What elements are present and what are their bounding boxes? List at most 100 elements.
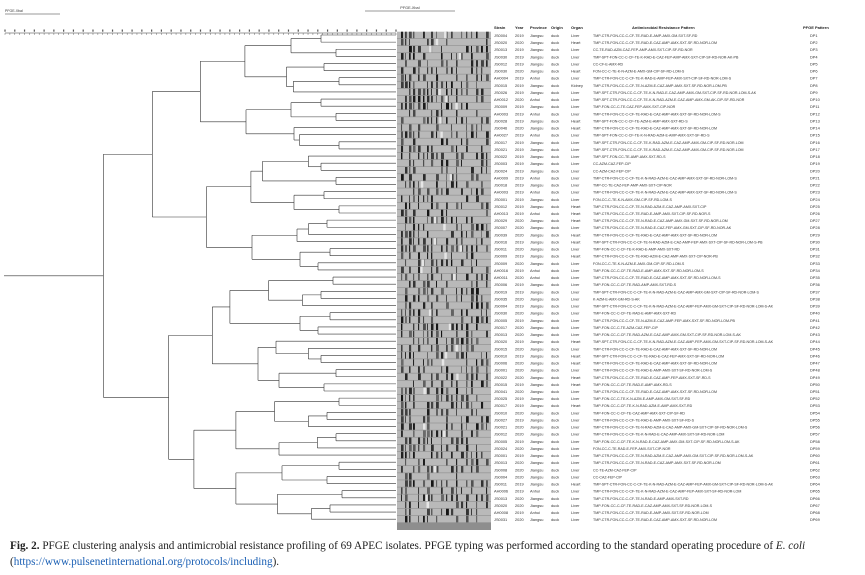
gel-band <box>466 494 469 502</box>
cell-organ: Liver <box>571 282 580 287</box>
gel-band <box>427 508 430 516</box>
gel-band <box>436 430 439 437</box>
gel-band <box>427 245 429 252</box>
cell-amr: TMP-FON-CC-C-TE-K-N-AZM-E-AMP-AMX-GM-SXT… <box>593 397 691 401</box>
cell-year: 2019 <box>515 289 524 294</box>
gel-band <box>423 494 426 502</box>
gel-lane <box>397 102 491 110</box>
gel-band <box>466 444 469 452</box>
scale-label-mark <box>43 29 45 32</box>
gel-lane <box>397 288 491 295</box>
gel-lane <box>397 409 491 416</box>
gel-band <box>427 423 430 430</box>
cell-origin: duck <box>551 318 559 323</box>
gel-band <box>405 216 408 224</box>
cell-province: Anhui <box>530 111 540 116</box>
gel-band <box>413 451 415 459</box>
gel-band <box>427 359 430 366</box>
gel-band <box>433 238 437 245</box>
gel-band <box>471 508 472 516</box>
gel-band <box>401 430 403 437</box>
gel-band <box>418 316 421 324</box>
gel-band <box>431 67 433 74</box>
gel-band <box>418 437 421 445</box>
gel-band <box>436 124 439 131</box>
gel-band <box>436 259 438 267</box>
gel-lane <box>397 273 491 281</box>
cell-amr: TMP-SPT-CTR-FON-CC-C-CF-TE-K-RAD-AZM-E-C… <box>593 148 744 152</box>
gel-band <box>456 466 458 473</box>
scale-label-mark <box>4 29 6 32</box>
scale-label-mark <box>33 29 35 32</box>
gel-band <box>481 401 484 409</box>
gel-band <box>401 252 404 259</box>
gel-band <box>451 31 453 39</box>
gel-band <box>461 117 464 124</box>
cell-strain: JS0001 <box>494 368 507 373</box>
gel-band <box>431 302 433 309</box>
cell-province: Jiangsu <box>530 161 543 166</box>
gel-band <box>444 252 447 259</box>
cell-amr: TMP-SPT-CTR-FON-CC-C-CF-TE-K-N-RAD-AZM-E… <box>593 483 774 487</box>
cell-amr: TMP-CTR-FON-CC-C-CF-TE-RAD-AZM-E-CAZ-AMP… <box>593 255 718 259</box>
cell-pfge: DP18 <box>810 154 820 159</box>
cell-origin: duck <box>551 69 559 74</box>
gel-band <box>418 223 420 231</box>
gel-lane <box>397 81 491 89</box>
caption-link[interactable]: https://www.pulsenetinternational.org/pr… <box>13 556 273 568</box>
gel-band <box>481 352 482 359</box>
scale-label-mark <box>219 29 221 32</box>
gel-band <box>441 451 443 459</box>
scale-label-mark <box>102 29 104 32</box>
cell-pfge: DP19 <box>810 161 820 166</box>
gel-band <box>427 209 430 217</box>
gel-band <box>425 494 428 502</box>
gel-band <box>451 309 454 316</box>
scale-label-mark <box>366 29 368 32</box>
gel-band <box>436 280 437 288</box>
gel-band <box>486 166 487 174</box>
cell-organ: Liver <box>571 133 580 138</box>
gel-band <box>466 181 469 188</box>
gel-band <box>423 102 426 110</box>
cell-strain: JS0013 <box>494 47 507 52</box>
gel-band <box>405 473 408 480</box>
gel-band <box>486 245 489 252</box>
gel-band <box>441 152 444 160</box>
gel-band <box>471 288 474 295</box>
gel-band <box>427 60 428 67</box>
cell-year: 2019 <box>515 33 524 38</box>
gel-band <box>401 245 404 252</box>
cell-amr: TMP-CTR-FON-CC-C-CF-TE-K-N-RAD-AZM-E-CAZ… <box>593 191 737 195</box>
gel-band <box>423 152 425 160</box>
cell-province: Anhui <box>530 211 540 216</box>
cell-pfge: DP20 <box>810 168 821 173</box>
gel-band <box>436 238 438 245</box>
gel-band <box>409 95 412 103</box>
gel-band <box>427 473 430 480</box>
gel-band <box>461 138 463 146</box>
scale-label-mark <box>248 29 250 32</box>
gel-band <box>427 387 430 395</box>
gel-band <box>420 181 424 188</box>
cell-strain: JS0003 <box>494 161 507 166</box>
gel-band <box>481 273 483 281</box>
cell-year: 2019 <box>515 204 524 209</box>
gel-band <box>427 188 430 195</box>
gel-band <box>405 302 407 309</box>
cell-amr: TMP-CTR-FON-CC-C-CF-TE-RAD-E-CAZ-AMP-AMX… <box>593 127 717 131</box>
gel-band <box>481 238 483 245</box>
cell-origin: duck <box>551 417 559 422</box>
gel-lane <box>397 74 491 81</box>
gel-band <box>431 145 433 153</box>
cell-year: 2019 <box>515 439 524 444</box>
cell-pfge: DP8 <box>810 83 818 88</box>
gel-band <box>446 67 449 74</box>
cell-year: 2019 <box>515 183 524 188</box>
gel-band <box>413 81 415 89</box>
cell-strain: JS0004 <box>494 474 508 479</box>
cell-strain: JS0001 <box>494 197 507 202</box>
cell-origin: duck <box>551 40 559 45</box>
